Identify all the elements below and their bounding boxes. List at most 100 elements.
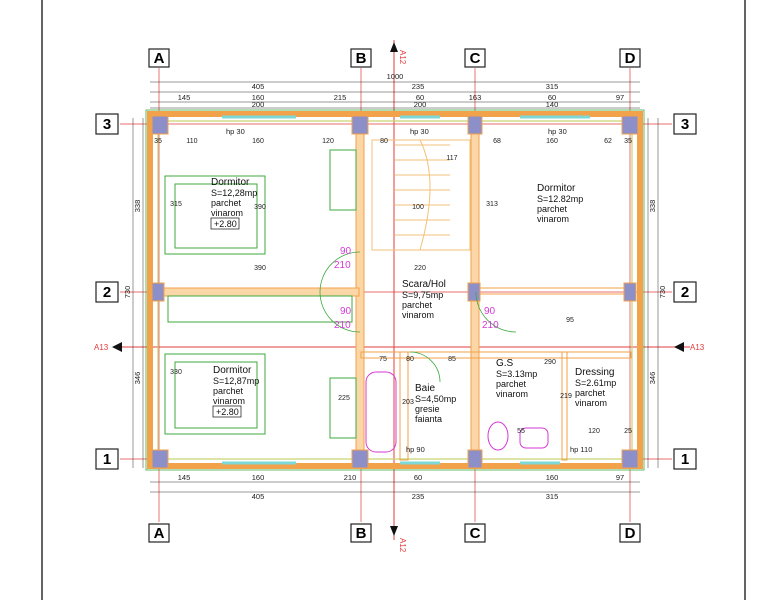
interior-wall-wet-rooms [360,351,632,359]
axis-label-top-a: A [148,48,170,68]
room-area: S=12,87mp [213,376,259,386]
svg-text:C: C [470,50,481,67]
svg-text:35: 35 [624,138,632,145]
svg-text:313: 313 [486,201,498,208]
room-name: Scara/Hol [402,279,446,290]
svg-text:315: 315 [170,201,182,208]
axis-label-top-c: C [464,48,486,68]
interior-dimensions: 35 110 160 120 80 117 68 160 62 35 390 2… [154,138,632,435]
doors [319,251,517,383]
svg-text:hp 30: hp 30 [548,127,567,136]
axis-label-left-2: 2 [95,281,119,303]
room-finish: parchet [402,300,433,310]
svg-text:97: 97 [616,473,624,482]
svg-text:203: 203 [402,399,414,406]
room-scara-hol: Scara/Hol S=9,75mp parchet vinarom [402,279,446,320]
svg-text:68: 68 [493,138,501,145]
room-finish: vinarom [402,310,434,320]
room-name: G.S [496,358,514,369]
svg-text:200: 200 [414,100,427,109]
axis-labels: A B C D A B C D [95,48,697,543]
svg-text:90: 90 [484,306,496,317]
svg-text:235: 235 [412,492,425,501]
dimension-lines [132,81,659,493]
svg-text:330: 330 [170,369,182,376]
svg-text:97: 97 [616,93,624,102]
door-dimension-labels: 90 210 90 210 90 210 [334,246,499,331]
room-finish: parchet [211,198,242,208]
room-area: S=9,75mp [402,290,443,300]
svg-text:120: 120 [588,428,600,435]
axis-label-bottom-d: D [619,523,641,543]
svg-text:160: 160 [252,93,265,102]
svg-text:390: 390 [254,265,266,272]
room-gs: G.S S=3.13mp parchet vinarom [496,358,537,399]
svg-text:95: 95 [566,317,574,324]
svg-text:60: 60 [416,93,424,102]
room-dressing: Dressing S=2.61mp parchet vinarom [575,367,616,408]
svg-text:80: 80 [380,138,388,145]
svg-text:120: 120 [322,138,334,145]
svg-text:1: 1 [681,451,689,468]
wardrobe-top [329,149,357,211]
interior-wall-dressing [561,351,568,461]
bed-top-left [164,175,266,255]
svg-text:145: 145 [178,473,191,482]
room-finish: faianta [415,414,442,424]
axis-label-top-d: D [619,48,641,68]
axis-label-right-1: 1 [673,448,697,470]
room-dormitor-top-right: Dormitor S=12.82mp parchet vinarom [537,183,583,224]
svg-text:730: 730 [123,286,132,299]
svg-text:B: B [356,50,367,67]
svg-text:hp 30: hp 30 [226,127,245,136]
svg-text:160: 160 [252,473,265,482]
bathtub [365,371,397,453]
svg-text:2: 2 [681,284,689,301]
section-label-a13-left: A13 [94,343,109,352]
svg-text:200: 200 [252,100,265,109]
svg-text:730: 730 [658,286,667,299]
room-area: S=12,28mp [211,188,257,198]
svg-text:220: 220 [414,265,426,272]
room-finish: parchet [537,204,568,214]
section-label-a13-right: A13 [690,343,705,352]
staircase [371,139,471,251]
furniture [164,149,357,439]
axis-label-top-b: B [350,48,372,68]
room-finish: vinarom [211,208,243,218]
axis-label-left-1: 1 [95,448,119,470]
section-arrow-a13-right [674,342,684,352]
structural-columns [151,115,639,469]
svg-text:210: 210 [344,473,357,482]
room-name: Dormitor [211,177,250,188]
svg-text:60: 60 [414,473,422,482]
svg-text:290: 290 [544,359,556,366]
svg-text:90: 90 [340,246,352,257]
toilet [487,421,509,451]
svg-text:338: 338 [133,200,142,213]
section-markers: A12 A12 A13 A13 [94,42,705,553]
interior-wall-2-left [158,287,360,297]
room-area: S=12.82mp [537,194,583,204]
room-name: Dressing [575,367,614,378]
room-finish: vinarom [575,398,607,408]
svg-text:hp 30: hp 30 [410,127,429,136]
room-finish: vinarom [213,396,245,406]
svg-text:390: 390 [254,204,266,211]
svg-text:C: C [470,525,481,542]
svg-text:117: 117 [446,155,457,162]
svg-text:219: 219 [560,393,572,400]
bed-top-left-inner [174,183,258,249]
room-name: Dormitor [213,365,252,376]
svg-text:140: 140 [546,100,559,109]
svg-text:85: 85 [448,356,456,363]
svg-text:35: 35 [154,138,162,145]
wardrobe-middle [167,295,353,323]
svg-text:210: 210 [482,320,499,331]
svg-text:405: 405 [252,492,265,501]
svg-text:315: 315 [546,82,559,91]
svg-text:2: 2 [103,284,111,301]
room-level: +2.80 [214,219,237,229]
outer-wall [147,111,643,469]
